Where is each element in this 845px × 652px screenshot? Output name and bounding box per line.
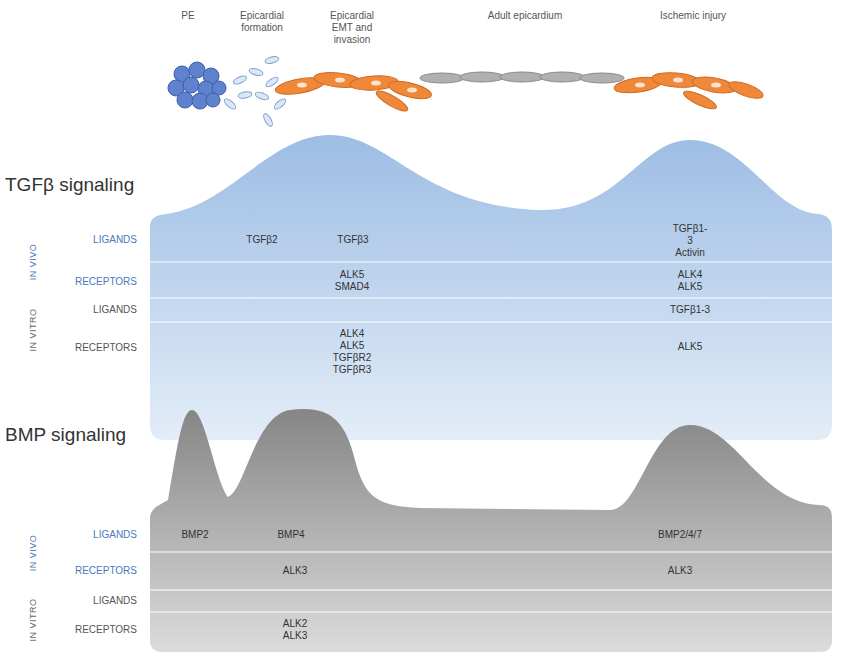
factor-label: BMP4 [277,529,304,541]
condition-label: IN VITRO [28,308,39,351]
factor-label: TGFβ1-3 [670,304,710,316]
factor-label: ALK5 [678,341,702,353]
stage-label: PE [181,10,194,22]
row-label: LIGANDS [93,595,137,607]
factor-label: TGFβ3 [337,234,368,246]
row-separator [150,321,832,322]
factor-label: TGFβ1-3 Activin [673,223,708,259]
row-label: RECEPTORS [75,565,137,577]
stage-label: Ischemic injury [660,10,726,22]
row-label: RECEPTORS [75,624,137,636]
factor-label: ALK3 [283,565,307,577]
factor-label: BMP2 [181,529,208,541]
row-label: LIGANDS [93,304,137,316]
section-title: BMP signaling [5,424,126,447]
adult-epicardial-cells [420,72,624,83]
signal-curve [0,400,845,652]
condition-label: IN VIVO [28,244,39,281]
factor-label: ALK5 SMAD4 [335,269,369,293]
stage-label: Epicardial formation [232,10,292,34]
condition-label: IN VITRO [28,598,39,641]
row-label: LIGANDS [93,234,137,246]
signal-area [150,135,832,440]
injury-cells [613,71,765,112]
proepicardium-cluster [168,62,226,109]
row-separator [150,261,832,262]
stage-label: Epicardial EMT and invasion [324,10,380,46]
row-label: RECEPTORS [75,342,137,354]
factor-label: BMP2/4/7 [658,529,702,541]
row-label: RECEPTORS [75,276,137,288]
row-label: LIGANDS [93,529,137,541]
stage-label: Adult epicardium [488,10,562,22]
bmp-panel: BMP signaling IN VIVO LIGANDS RECEPTORS IN V… [0,400,845,652]
factor-label: ALK4 ALK5 [678,269,702,293]
condition-label: IN VIVO [28,535,39,572]
row-separator [150,551,832,552]
row-separator [150,297,832,298]
factor-label: ALK2 ALK3 [283,618,307,642]
factor-label: ALK4 ALK5 TGFβR2 TGFβR3 [333,328,372,376]
emt-cells [274,71,433,115]
factor-label: TGFβ2 [246,234,277,246]
section-title: TGFβ signaling [5,174,134,197]
signal-area [150,409,832,652]
factor-label: ALK3 [668,565,692,577]
tgfb-panel: TGFβ signaling IN VIVO LIGANDS RECEPTORS IN … [0,120,845,450]
row-separator [150,611,832,612]
row-separator [150,589,832,590]
